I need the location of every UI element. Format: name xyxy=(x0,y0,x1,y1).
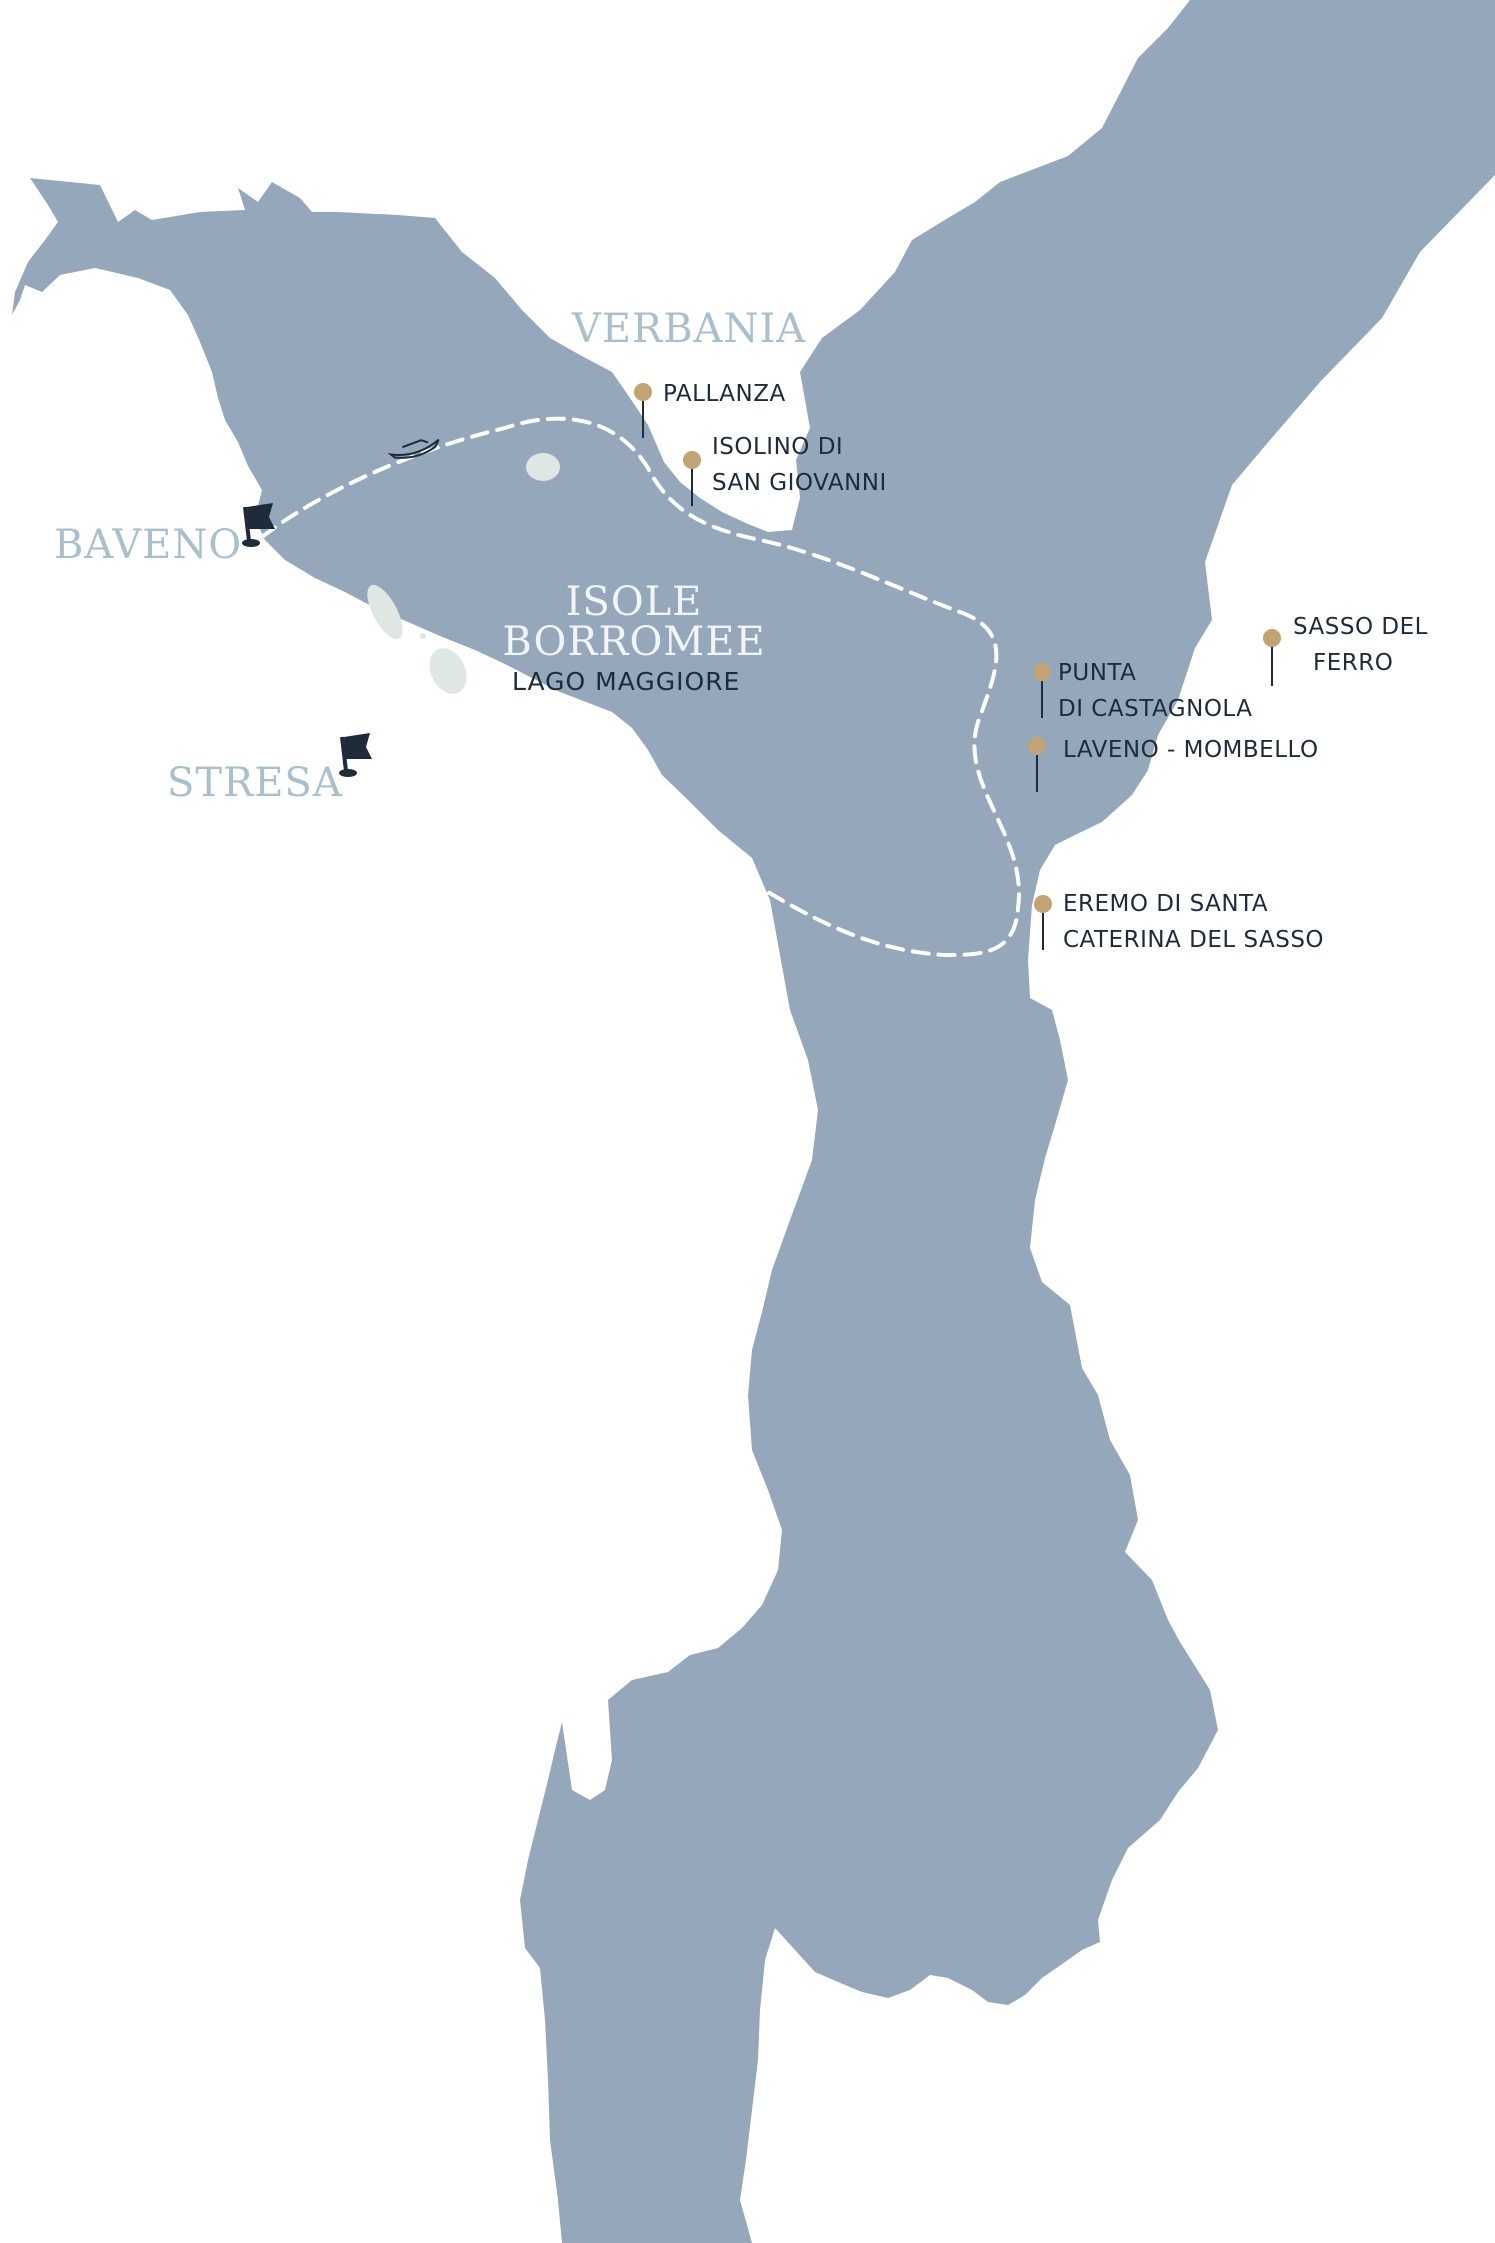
poi-label-punta-line2: DI CASTAGNOLA xyxy=(1058,696,1253,722)
poi-label-eremo-line1: EREMO DI SANTA xyxy=(1063,891,1268,917)
town-label-baveno: BAVENO xyxy=(54,522,242,568)
map-pin-icon-eremo xyxy=(1034,895,1052,950)
title-line2: BORROMEE xyxy=(502,619,765,665)
poi-label-isolino-line2: SAN GIOVANNI xyxy=(712,470,887,496)
title-line1: ISOLE xyxy=(566,579,703,625)
isolino-dot xyxy=(420,633,426,639)
isola-bella-shape xyxy=(367,584,403,640)
town-label-verbania: VERBANIA xyxy=(571,306,806,352)
flag-icon-baveno xyxy=(242,503,275,547)
isola-pescatori-shape xyxy=(429,648,467,694)
map-pin-icon-laveno xyxy=(1028,737,1046,792)
town-label-stresa: STRESA xyxy=(167,760,343,806)
map-pin-icon-pallanza xyxy=(634,383,652,438)
poi-label-sasso-line1: SASSO DEL xyxy=(1293,614,1428,640)
flag-icon-stresa xyxy=(339,733,372,777)
lake-maggiore-shape xyxy=(12,0,1495,2243)
isola-madre-shape xyxy=(526,453,560,481)
poi-label-laveno: LAVENO - MOMBELLO xyxy=(1063,737,1319,763)
poi-label-eremo-line2: CATERINA DEL SASSO xyxy=(1063,927,1324,953)
map-pin-icon-sasso xyxy=(1263,629,1281,686)
map-pin-icon-isolino xyxy=(683,451,701,506)
boat-route xyxy=(260,416,1021,958)
poi-label-punta-line1: PUNTA xyxy=(1058,660,1136,686)
boat-icon xyxy=(387,438,440,459)
poi-label-isolino-line1: ISOLINO DI xyxy=(712,434,843,460)
map-pin-icon-punta xyxy=(1033,663,1051,718)
poi-label-pallanza: PALLANZA xyxy=(663,381,786,407)
poi-label-sasso-line2: FERRO xyxy=(1313,650,1393,676)
title-line3: LAGO MAGGIORE xyxy=(512,667,740,696)
